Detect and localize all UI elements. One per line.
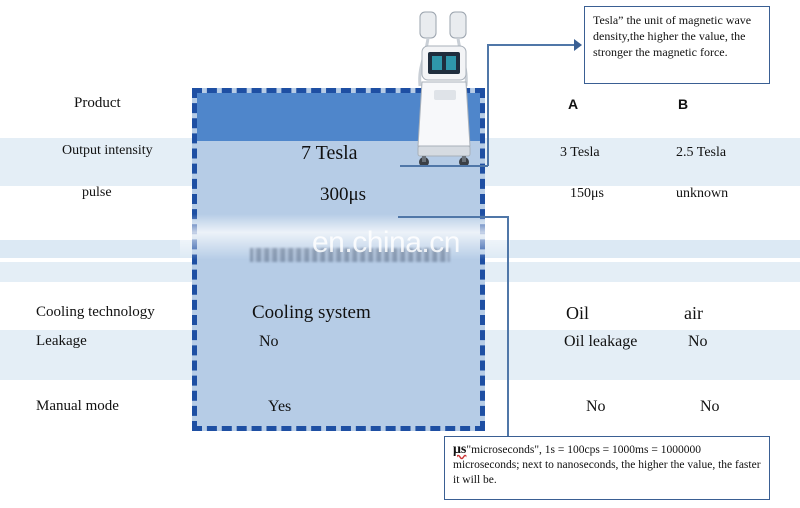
col-a-value-cooling: Oil	[566, 303, 590, 323]
blurred-text-strip	[250, 248, 450, 262]
header-col-b: B	[678, 96, 689, 112]
row-label-leakage: Leakage	[36, 333, 87, 349]
us-connector-horizontal	[398, 216, 508, 218]
col-b-value-cooling: air	[684, 303, 703, 323]
product-value-leakage: No	[259, 333, 279, 350]
col-b-value-leakage: No	[688, 333, 708, 350]
header-col-a: A	[568, 96, 579, 112]
row-label-manual-mode: Manual mode	[36, 398, 119, 414]
col-a-value-manual-mode: No	[586, 398, 606, 415]
tesla-connector-arrow	[487, 44, 579, 46]
tesla-connector-horizontal	[400, 165, 488, 167]
row-label-pulse: pulse	[82, 185, 112, 200]
col-b-value-pulse: unknown	[676, 186, 729, 201]
col-b-value-manual-mode: No	[700, 398, 720, 415]
microseconds-definition-callout: μs"microseconds", 1s = 100cps = 1000ms =…	[444, 436, 770, 500]
header-product-label: Product	[74, 95, 121, 111]
product-value-manual-mode: Yes	[268, 398, 292, 415]
tesla-definition-callout: Tesla” the unit of magnetic wave density…	[584, 6, 770, 84]
product-value-pulse: 300μs	[320, 184, 367, 205]
watermark-text: en.china.cn	[312, 226, 460, 259]
tesla-connector-vertical	[487, 44, 489, 166]
tesla-arrowhead-icon	[574, 39, 582, 51]
us-definition-text: "microseconds", 1s = 100cps = 1000ms = 1…	[453, 444, 761, 486]
col-a-value-leakage: Oil leakage	[564, 333, 638, 350]
col-a-value-pulse: 150μs	[570, 186, 604, 201]
product-value-cooling: Cooling system	[252, 302, 371, 323]
col-b-value-output-intensity: 2.5 Tesla	[676, 145, 727, 160]
row-label-cooling-technology: Cooling technology	[36, 304, 155, 320]
tesla-definition-text: Tesla” the unit of magnetic wave density…	[593, 13, 752, 59]
machine-illustration	[417, 11, 471, 167]
product-value-output-intensity: 7 Tesla	[301, 142, 358, 164]
us-symbol: μs	[453, 442, 467, 457]
us-connector-vertical	[507, 216, 509, 436]
row-label-output-intensity: Output intensity	[62, 143, 153, 158]
col-a-value-output-intensity: 3 Tesla	[560, 145, 600, 160]
